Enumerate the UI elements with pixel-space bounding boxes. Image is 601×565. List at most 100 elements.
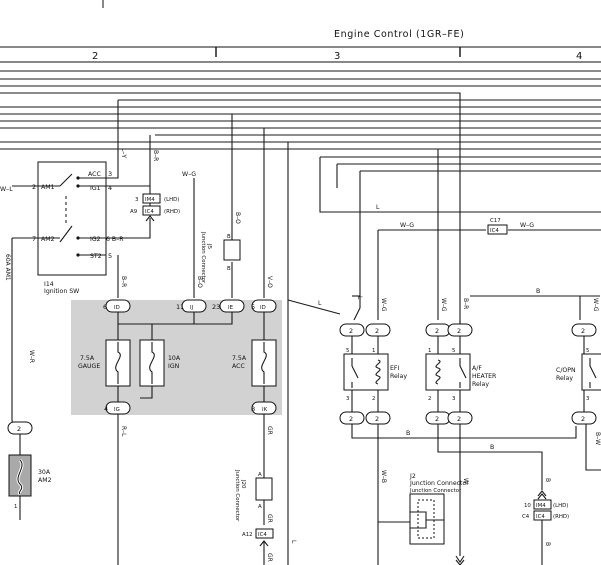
wire-w-g-right: W–G xyxy=(520,222,534,229)
wire-w: W xyxy=(462,478,469,484)
fuse-gauge-name: GAUGE xyxy=(78,363,100,370)
column-4: 4 xyxy=(576,51,582,62)
conn-top-5: 2 xyxy=(581,327,585,335)
j5-b2: B xyxy=(227,266,231,272)
jb-top-pin4-code: ID xyxy=(260,305,266,311)
junction-connector-j5 xyxy=(223,239,241,261)
wire-b-lower-2: B xyxy=(490,444,494,451)
column-2: 2 xyxy=(92,51,98,62)
copn-name: C/OPN xyxy=(556,367,576,374)
ignsw-am1-pin: 2 xyxy=(32,183,36,191)
ignsw-acc-pin: 3 xyxy=(108,170,112,178)
jb-top-pin4-num: 5 xyxy=(251,303,255,311)
ignsw-am1: AM1 xyxy=(41,184,55,191)
ic4-note: (RHD) xyxy=(164,209,180,215)
ignsw-st2: ST2 xyxy=(90,253,102,260)
j20-ref: J20 xyxy=(240,479,246,489)
af-relay: Relay xyxy=(472,381,489,388)
column-3: 3 xyxy=(334,51,340,62)
am2-connector xyxy=(7,421,33,435)
conn-bot-1: 2 xyxy=(349,415,353,423)
wire-w-l: W–L xyxy=(0,186,13,193)
ignsw-name: Ignition SW xyxy=(44,288,79,295)
wire-b-w: B–W xyxy=(594,432,601,445)
j2-name: Junction Connector xyxy=(409,480,469,487)
c17-ref: C17 xyxy=(490,218,501,224)
bottom-lhd-note: (LHD) xyxy=(553,503,568,509)
jb-top-pin3-code: IE xyxy=(228,305,234,311)
bottom-rhd-label: IC4 xyxy=(536,514,545,520)
relay-top-connectors xyxy=(339,323,597,337)
c17-name: IC4 xyxy=(490,228,499,234)
efi-pin1: 1 xyxy=(372,348,375,354)
conn-top-3: 2 xyxy=(435,327,439,335)
wire-b-right: B xyxy=(536,288,540,295)
connector-bottom-ic4 xyxy=(533,510,552,521)
wire-b-r-mid: B–R xyxy=(120,276,127,287)
wire-gr-3: GR xyxy=(266,553,273,562)
wire-b-r-top: B–R xyxy=(152,150,159,161)
efi-pin5: 5 xyxy=(346,348,349,354)
wire-w-g-right-v: W–G xyxy=(592,298,599,312)
wire-b-o-2: B–O xyxy=(234,212,241,224)
fuse-ign-amp: 10A xyxy=(168,355,181,362)
efi-name: EFI xyxy=(390,365,399,372)
bottom-rhd-pin: C4 xyxy=(522,514,530,520)
im4-note: (LHD) xyxy=(164,197,179,203)
connector-bottom-im4 xyxy=(533,499,552,510)
fuse-acc-amp: 7.5A xyxy=(232,355,247,362)
bottom-lhd-pin: 10 xyxy=(524,503,531,509)
jb-bottom-pin2-code: IK xyxy=(262,407,268,413)
ignsw-ig2-wire: 6 B–R xyxy=(106,236,124,243)
conn-bot-4: 2 xyxy=(457,415,461,423)
lower-left-wires xyxy=(117,142,289,565)
j5-b1: B xyxy=(227,234,231,240)
conn-top-1: 2 xyxy=(349,327,353,335)
wire-w-g-v1: W–G xyxy=(380,298,387,312)
copn-sub: Relay xyxy=(556,375,573,382)
ignsw-ig1-pin: 4 xyxy=(108,184,112,192)
bottom-arrow xyxy=(537,490,547,500)
ignition-switch xyxy=(12,100,151,276)
wire-b-v-bottom: B xyxy=(544,542,551,546)
relay-efi xyxy=(343,336,389,412)
jb-top-pin2-num: 11 xyxy=(176,303,184,311)
am2-bottom-pin: 1 xyxy=(14,504,17,510)
wire-w-g-relay: W–G xyxy=(400,222,414,229)
jb-bottom-pin-ik xyxy=(251,401,277,415)
ignsw-am2-pin: 7 xyxy=(32,235,36,243)
conn-top-2: 2 xyxy=(375,327,379,335)
conn-top-4: 2 xyxy=(457,327,461,335)
efi-sub: Relay xyxy=(390,373,407,380)
junction-connector-j20 xyxy=(255,477,273,501)
fuse-gauge xyxy=(105,339,131,387)
bus-lines xyxy=(0,70,601,329)
a12-label: IC4 xyxy=(258,532,267,538)
wire-b-v-lower: B xyxy=(544,478,551,482)
fuse-am2-amp: 30A xyxy=(38,469,51,476)
connector-im4-ic4 xyxy=(142,186,161,222)
ground-arrow-w xyxy=(455,555,465,565)
relay-af-heater xyxy=(425,336,471,412)
conn-bot-5: 2 xyxy=(581,415,585,423)
relay-bottom-connectors xyxy=(339,411,597,425)
af-pin3: 3 xyxy=(452,396,455,402)
wire-gr-2: GR xyxy=(266,514,273,523)
af-pin5: 5 xyxy=(452,348,455,354)
wire-l-relay: L xyxy=(318,300,322,307)
wire-l-y: L–Y xyxy=(120,148,127,158)
wire-l-lower: L xyxy=(290,540,297,544)
fuse-am2 xyxy=(8,454,32,497)
j20-a1: A xyxy=(258,472,262,478)
wire-v-o: V–O xyxy=(266,276,273,288)
ic4-label: IC4 xyxy=(145,209,154,215)
j20-a2: A xyxy=(258,504,262,510)
jb-top-pin1-code: ID xyxy=(114,305,120,311)
am2-connector-num: 2 xyxy=(17,425,21,433)
j2-ref: J2 xyxy=(409,473,416,480)
connector-c17-ic4 xyxy=(487,224,508,235)
ignsw-ref: I14 xyxy=(44,281,54,288)
wire-w-g-v2: W–G xyxy=(440,298,447,312)
j20-name: Junction Connector xyxy=(234,469,240,522)
